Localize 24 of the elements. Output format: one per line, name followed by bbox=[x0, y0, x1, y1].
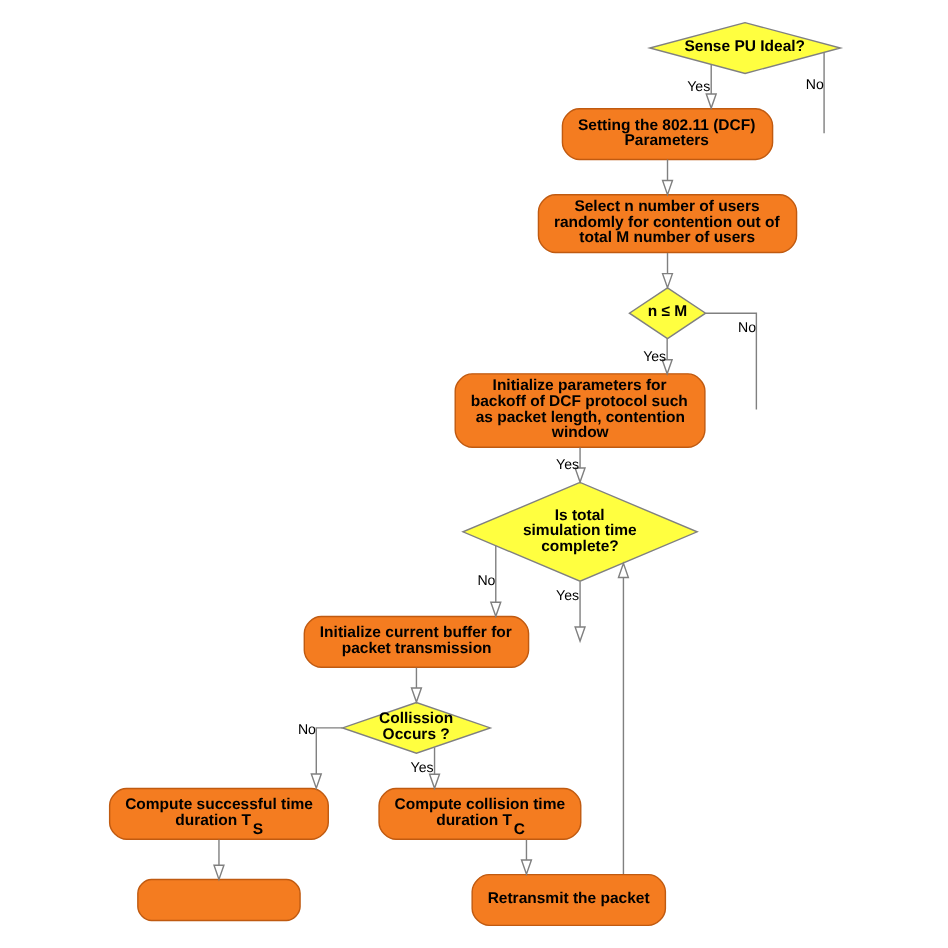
arrow bbox=[616, 561, 629, 875]
node-diamond: n ≤ M bbox=[627, 286, 706, 340]
arrow bbox=[519, 839, 532, 877]
node-box: Select n number of users randomly for contention out of total M number of users bbox=[536, 194, 797, 254]
connector bbox=[822, 51, 824, 135]
node-box: Initialize parameters for backoff of DCF protocol such as packet length, contention window bbox=[453, 373, 705, 448]
connector bbox=[704, 312, 757, 411]
node-diamond: Sense PU Ideal? bbox=[646, 21, 843, 75]
arrow bbox=[427, 746, 440, 791]
node-box: Initialize current buffer for packet transmission bbox=[302, 615, 529, 668]
arrow bbox=[660, 158, 673, 197]
node-diamond: Collission Occurs ? bbox=[339, 701, 492, 755]
arrow bbox=[660, 252, 673, 290]
arrow bbox=[704, 63, 717, 111]
arrow bbox=[573, 581, 585, 644]
arrow bbox=[573, 446, 585, 485]
node-box: Setting the 802.11 (DCF) Parameters bbox=[560, 107, 773, 161]
arrow bbox=[309, 727, 343, 791]
node-box: Retransmit the packet bbox=[470, 873, 666, 927]
arrow bbox=[409, 666, 422, 705]
arrow bbox=[488, 545, 501, 619]
node-box bbox=[136, 878, 300, 922]
arrow bbox=[212, 839, 224, 882]
arrow bbox=[660, 338, 673, 376]
